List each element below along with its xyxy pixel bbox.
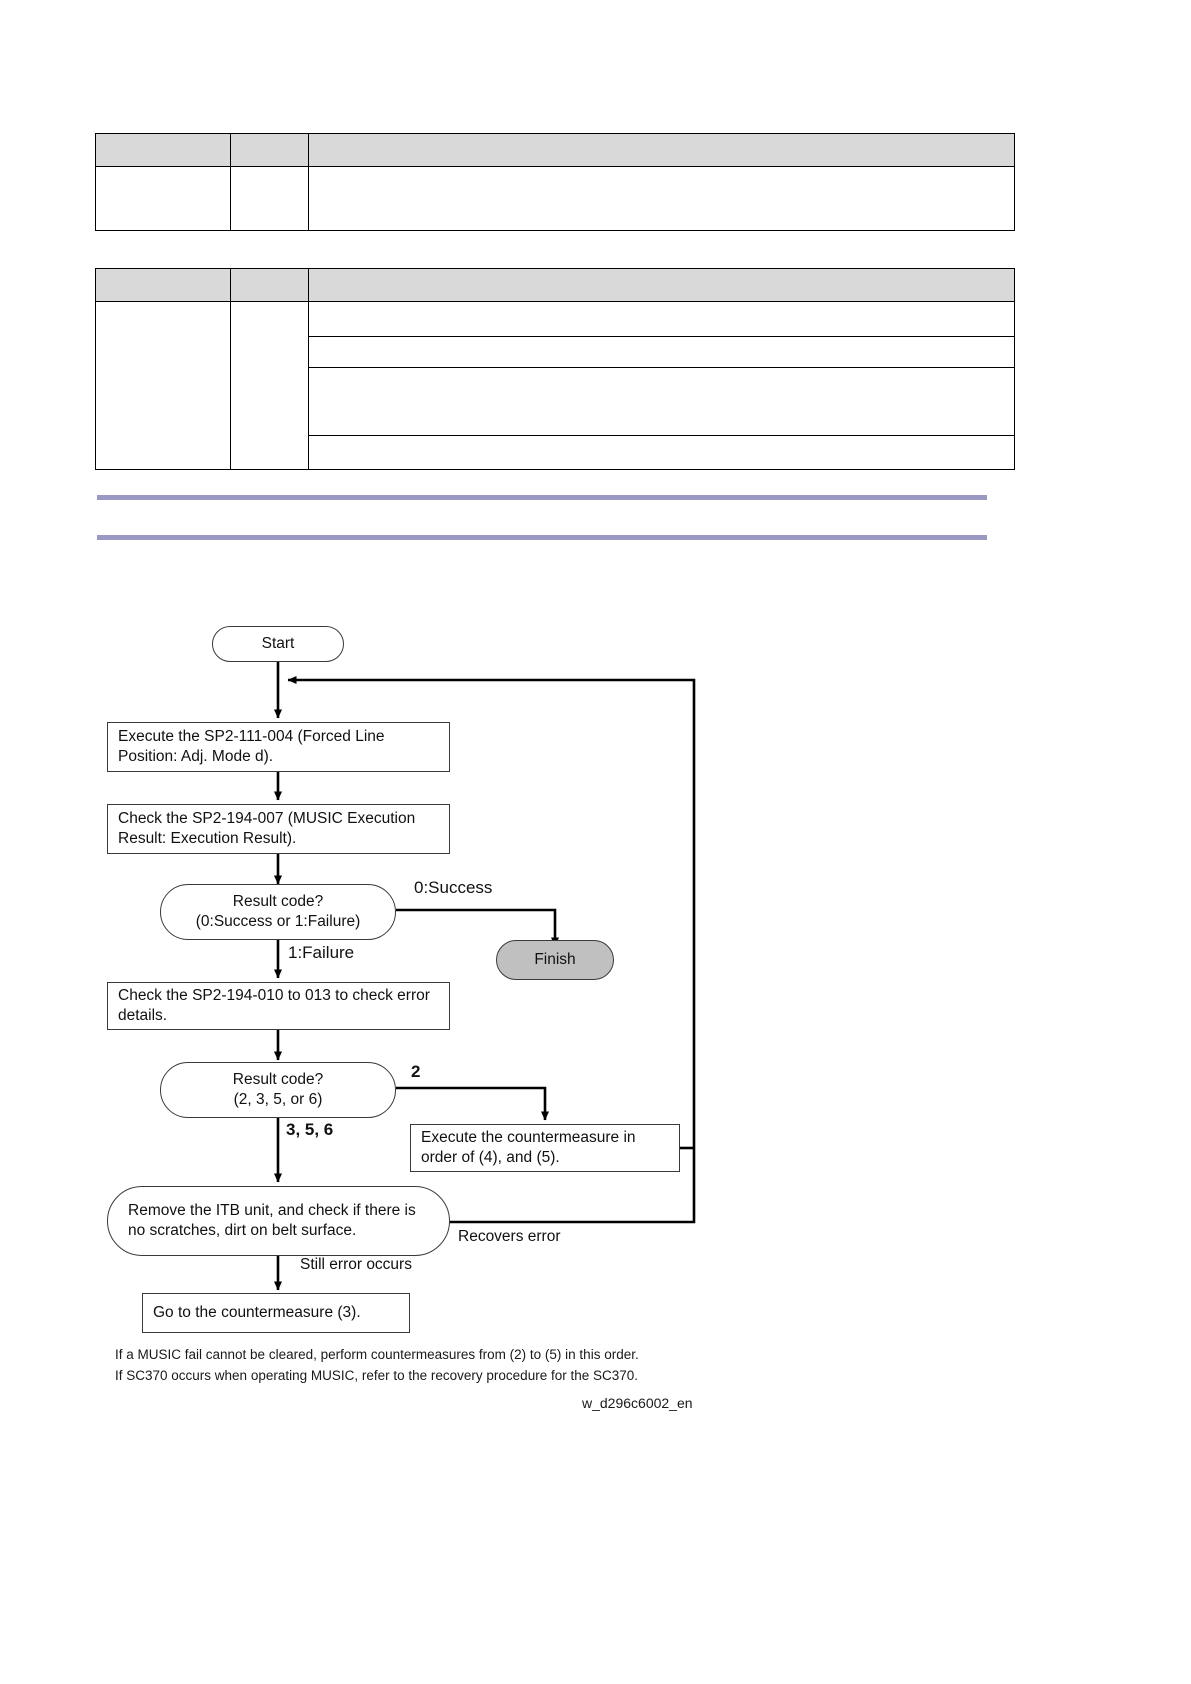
flow-node-remove-itb-unit[interactable]: Remove the ITB unit, and check if there …: [107, 1186, 450, 1256]
table-row: [95, 133, 1015, 167]
flow-node-countermeasure-4-5[interactable]: Execute the countermeasure in order of (…: [410, 1124, 680, 1172]
spec-table-lower: [95, 268, 1015, 470]
flow-node-label: Result code? (0:Success or 1:Failure): [195, 892, 361, 930]
edge-label-success: 0:Success: [414, 878, 493, 897]
table-cell: [95, 301, 231, 470]
table-cell: [308, 166, 1015, 231]
flow-node-label: Execute the countermeasure in order of (…: [421, 1128, 636, 1166]
figure-identifier: w_d296c6002_en: [582, 1395, 693, 1411]
table-header-cell: [230, 268, 309, 302]
table-row: [96, 435, 1015, 470]
table-row: [95, 268, 1015, 302]
edge-label-still-error: Still error occurs: [300, 1256, 412, 1273]
table-cell: [308, 367, 1015, 436]
flow-node-label: Finish: [534, 950, 576, 968]
edge-label-code-2: 2: [411, 1062, 421, 1081]
table-row: [95, 166, 1015, 231]
table-header-cell: [308, 268, 1015, 302]
flow-node-label: Start: [261, 634, 295, 652]
table-header-cell: [95, 268, 231, 302]
flow-node-label: Go to the countermeasure (3).: [153, 1303, 361, 1321]
flow-node-label: Remove the ITB unit, and check if there …: [128, 1201, 416, 1239]
table-cell: [230, 301, 309, 470]
flow-node-check-sp2-194-007[interactable]: Check the SP2-194-007 (MUSIC Execution R…: [107, 804, 450, 854]
flowchart-connectors: [274, 650, 696, 1291]
flow-node-label: Result code? (2, 3, 5, or 6): [232, 1070, 324, 1108]
table-header-cell: [308, 133, 1015, 167]
table-header-cell: [95, 133, 231, 167]
table-row: [95, 301, 1015, 470]
section-divider-bottom: [97, 535, 987, 540]
edge-label-code-356: 3, 5, 6: [286, 1120, 334, 1139]
section-divider-top: [97, 495, 987, 500]
table-cell: [230, 166, 309, 231]
table-cell: [308, 336, 1015, 368]
flow-node-execute-sp2-111-004[interactable]: Execute the SP2-111-004 (Forced Line Pos…: [107, 722, 450, 772]
edge-label-failure: 1:Failure: [288, 943, 355, 962]
flow-node-label: Check the SP2-194-007 (MUSIC Execution R…: [118, 809, 416, 847]
table-header-cell: [230, 133, 309, 167]
edge-label-recovers-error: Recovers error: [458, 1228, 561, 1245]
flow-node-decision-result-code-2[interactable]: Result code? (2, 3, 5, or 6): [160, 1062, 396, 1118]
table-cell: [308, 435, 1015, 470]
flow-node-label: Check the SP2-194-010 to 013 to check er…: [118, 986, 430, 1024]
flow-node-finish[interactable]: Finish: [496, 940, 614, 980]
table-cell: [95, 166, 231, 231]
flowchart-footnotes: If a MUSIC fail cannot be cleared, perfo…: [115, 1347, 639, 1383]
flow-node-check-sp2-194-010[interactable]: Check the SP2-194-010 to 013 to check er…: [107, 982, 450, 1030]
spec-table-upper: [95, 133, 1015, 231]
flowchart-diagram: Start Execute the SP2-111-004 (Forced Li…: [0, 560, 1191, 1460]
flow-node-label: Execute the SP2-111-004 (Forced Line Pos…: [118, 727, 385, 765]
flow-node-goto-countermeasure-3[interactable]: Go to the countermeasure (3).: [142, 1293, 410, 1333]
flow-node-start[interactable]: Start: [212, 626, 344, 662]
flow-node-decision-result-code-1[interactable]: Result code? (0:Success or 1:Failure): [160, 884, 396, 940]
table-cell: [308, 301, 1015, 337]
